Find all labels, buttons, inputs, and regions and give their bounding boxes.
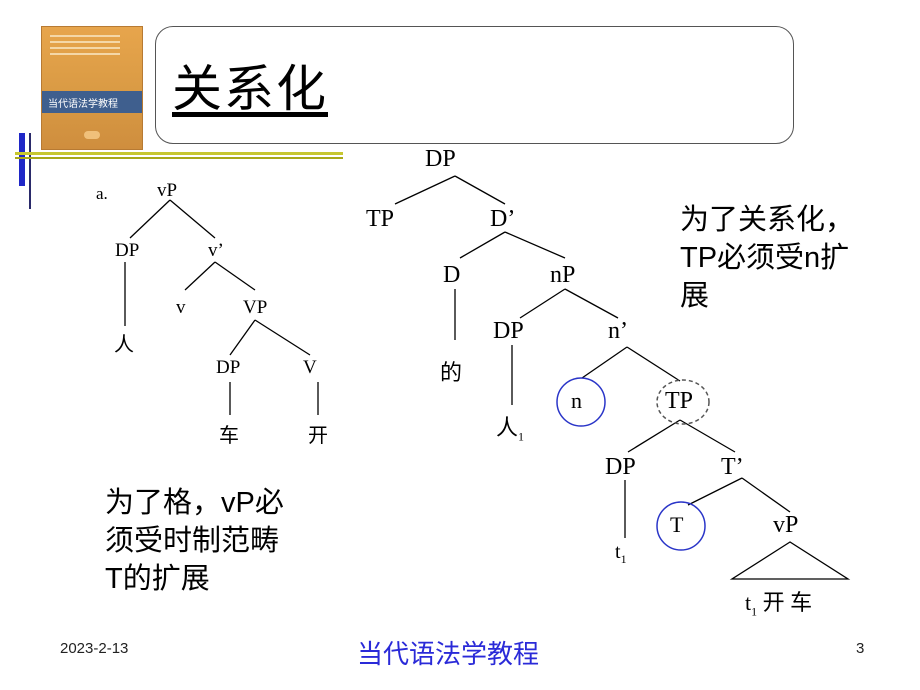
decorative-horizontal-line-2 (15, 157, 343, 159)
tree-b-branches (394, 175, 851, 580)
tree-b-DP: DP (425, 146, 456, 172)
book-cover-logo (84, 131, 100, 139)
tree-b-vP: vP (773, 512, 799, 538)
tree-a-branches (124, 199, 319, 415)
tree-b-T: T (670, 512, 684, 537)
book-cover-image: 当代语法学教程 (42, 27, 142, 149)
footer-title: 当代语法学教程 (357, 640, 540, 670)
tree-a-DP: DP (115, 240, 140, 261)
circle-t (656, 501, 706, 551)
tree-b-de: 的 (440, 360, 463, 385)
tree-a-che: 车 (219, 425, 239, 447)
tree-a-v: v (176, 297, 186, 318)
footer-date: 2023-2-13 (60, 640, 129, 657)
tree-b-TP2: TP (665, 388, 694, 414)
left-note-line-2: 须受时制范畴 (105, 525, 280, 557)
tree-a-ren: 人 (114, 334, 134, 356)
dashed-circle-tp (656, 379, 710, 425)
tree-b-TP: TP (366, 206, 395, 232)
tree-b-n: n (571, 388, 582, 413)
page-number: 3 (856, 640, 865, 657)
tree-a-V: V (303, 357, 317, 378)
right-note: 为了关系化， TP必须受n扩 展 (680, 201, 900, 315)
slide-title: 关系化 (172, 60, 328, 118)
tree-b-trace: t1 (615, 541, 627, 566)
title-box (155, 26, 794, 144)
tree-b-T-bar: T’ (721, 454, 744, 480)
tree-a-label: a. (96, 184, 108, 203)
right-note-line-3: 展 (680, 280, 710, 312)
tree-b-DP2: DP (493, 318, 524, 344)
decorative-vertical-line (29, 133, 31, 209)
tree-a-v-bar: v’ (208, 240, 224, 261)
circle-n (556, 377, 606, 427)
tree-a-VP: VP (243, 297, 268, 318)
right-note-line-1: 为了关系化， (680, 204, 855, 236)
tree-a-DP2: DP (216, 357, 241, 378)
left-note: 为了格，vP必 须受时制范畴 T的扩展 (105, 484, 345, 598)
tree-b-DP3: DP (605, 454, 636, 480)
tree-b-n-bar: n’ (608, 318, 628, 344)
tree-b-nP: nP (550, 262, 576, 288)
decorative-horizontal-line (15, 152, 343, 155)
decorative-vertical-bar (19, 133, 25, 186)
tree-b-D: D (443, 262, 461, 288)
left-note-line-1: 为了格，vP必 (105, 487, 284, 519)
left-note-line-3: T的扩展 (105, 563, 210, 595)
tree-b-D-bar: D’ (490, 206, 516, 232)
book-cover-title: 当代语法学教程 (48, 99, 118, 110)
right-note-line-2: TP必须受n扩 (680, 242, 850, 274)
book-cover-band (42, 91, 142, 113)
tree-a-kai: 开 (308, 425, 328, 447)
book-cover-lines (50, 35, 120, 59)
tree-b-triangle-text: t1 开 车 (745, 590, 813, 619)
tree-b-ren: 人1 (496, 415, 525, 444)
tree-a-vP: vP (157, 180, 178, 201)
